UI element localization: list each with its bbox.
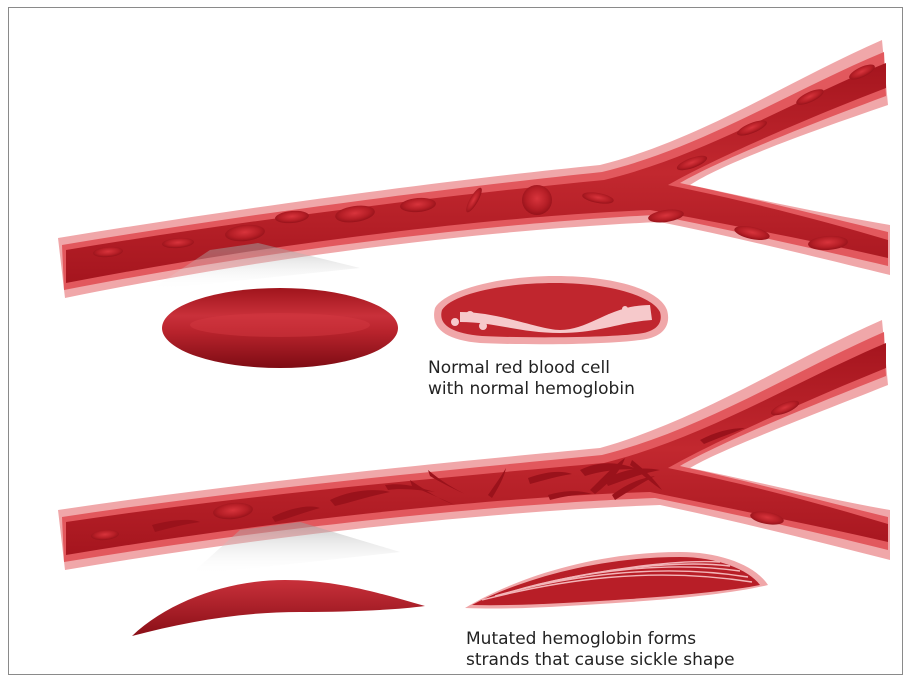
vessel-lumen	[66, 63, 888, 283]
hemoglobin-dot	[591, 322, 597, 328]
caption-line: Mutated hemoglobin forms	[466, 629, 735, 650]
hemoglobin-dot	[636, 313, 644, 321]
normal-cell-caption: Normal red blood cell with normal hemogl…	[428, 358, 635, 400]
enlarged-normal-cell	[162, 288, 398, 368]
normal-blood-vessel	[58, 40, 890, 298]
normal-cell-cross-section	[434, 276, 668, 344]
enlarged-sickle-cell	[132, 580, 425, 636]
sickle-cell-cross-section	[465, 552, 768, 609]
caption-line: with normal hemoglobin	[428, 379, 635, 400]
red-blood-cell	[522, 185, 552, 215]
hemoglobin-dot	[497, 317, 503, 323]
hemoglobin-dot	[479, 322, 487, 330]
caption-line: strands that cause sickle shape	[466, 650, 735, 671]
hemoglobin-dot	[622, 306, 628, 312]
hemoglobin-dot	[606, 314, 614, 322]
sickle-cell-caption: Mutated hemoglobin forms strands that ca…	[466, 629, 735, 671]
caption-line: Normal red blood cell	[428, 358, 635, 379]
hemoglobin-dot	[451, 318, 459, 326]
hemoglobin-dot	[466, 311, 474, 319]
